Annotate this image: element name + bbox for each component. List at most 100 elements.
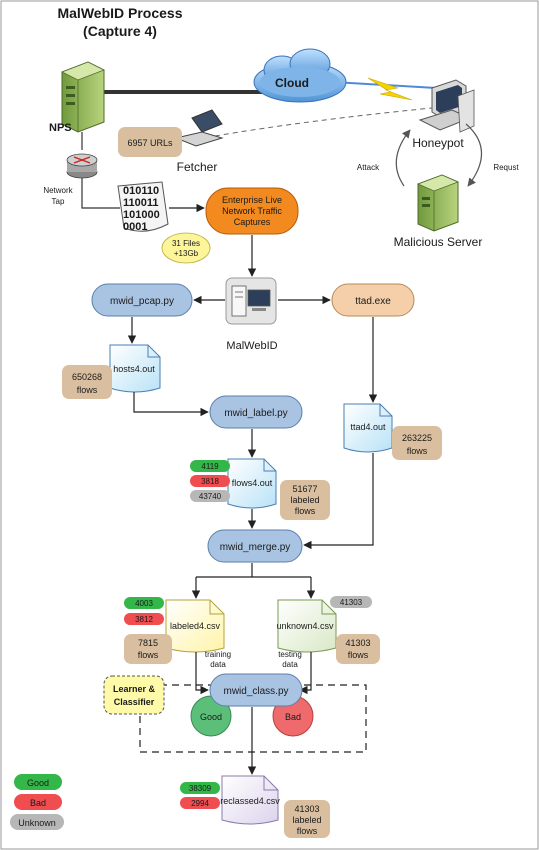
- diagram-subtitle: (Capture 4): [83, 23, 157, 39]
- flows-file-fold: [263, 459, 276, 472]
- attack-arrow: [395, 129, 411, 187]
- ttad-count-badge: [392, 426, 442, 460]
- learner-line-1: Learner &: [113, 684, 156, 694]
- urls-text: 6957 URLs: [127, 138, 173, 148]
- legend-good-pill: [14, 774, 62, 790]
- fetcher-honeypot-link: [214, 107, 433, 137]
- unknown-file-fold: [321, 600, 336, 615]
- good-class-label: Good: [200, 712, 222, 722]
- flows-bad-count: 3818: [201, 477, 219, 486]
- files-size-badge: [161, 232, 211, 264]
- flows-unit-2: flows: [295, 506, 316, 516]
- learner-classifier-box: [103, 675, 165, 715]
- reclassed-good-count: 38309: [189, 784, 212, 793]
- ttad-file-fold: [379, 404, 392, 417]
- label-process-label: mwid_label.py: [224, 408, 287, 419]
- urls-badge: [118, 127, 182, 157]
- labeled-bad-count: 3812: [135, 615, 153, 624]
- flows-file-name: flows4.out: [232, 478, 273, 488]
- captures-node: [205, 187, 299, 235]
- labeled-file-name: labeled4.csv: [170, 621, 221, 631]
- reclassed-count: 41303: [294, 804, 319, 814]
- attack-label: Attack: [357, 163, 380, 172]
- legend-unknown-pill: [10, 814, 64, 830]
- captures-line-2: Network Traffic: [222, 206, 282, 216]
- captures-line-3: Captures: [234, 217, 271, 227]
- labeled-file-fold: [209, 600, 224, 615]
- unknown-file-name: unknown4.csv: [276, 621, 334, 631]
- fetcher-laptop-icon: [174, 109, 224, 147]
- merge-process-node[interactable]: [207, 529, 303, 563]
- binary-line-1: 010110: [123, 185, 159, 197]
- hosts-count-badge: [62, 365, 112, 399]
- honeypot-label: Honeypot: [412, 136, 464, 150]
- labeled-count: 7815: [138, 638, 158, 648]
- malwebid-computer-icon: [225, 277, 277, 325]
- unknown-count: 41303: [345, 638, 370, 648]
- flows-unit-1: labeled: [290, 495, 319, 505]
- reclassed-bad-count: 2994: [191, 799, 209, 808]
- files-size-line-2: +13Gb: [174, 249, 199, 258]
- reclassed-file-fold: [263, 776, 278, 791]
- binary-line-3: 101000: [123, 209, 160, 221]
- labeled-bad-pill: [124, 613, 164, 625]
- cloud-icon: [253, 48, 347, 103]
- reclassed-good-pill: [180, 782, 220, 794]
- hosts-unit: flows: [77, 385, 98, 395]
- ttad-process-node[interactable]: [331, 283, 415, 317]
- network-tap-router-icon: [66, 153, 98, 179]
- reclassed-unit-1: labeled: [292, 815, 321, 825]
- request-arrow: [465, 123, 483, 187]
- reclassed-unit-2: flows: [297, 826, 318, 836]
- malwebid-label: MalWebID: [226, 340, 277, 352]
- flows-unknown-pill: [190, 490, 230, 502]
- label-process-node[interactable]: [209, 395, 303, 429]
- legend-good-label: Good: [27, 778, 49, 788]
- malicious-server-label: Malicious Server: [394, 235, 483, 249]
- ttad-process-label: ttad.exe: [355, 296, 391, 307]
- nps-label: NPS: [49, 122, 72, 134]
- learner-line-2: Classifier: [114, 697, 155, 707]
- flows-good-count: 4119: [201, 462, 219, 471]
- flows-count-badge: [280, 480, 330, 520]
- unknown-class-arrow: [299, 652, 312, 695]
- ttad-count: 263225: [402, 433, 432, 443]
- class-process-node[interactable]: [209, 673, 303, 707]
- flows-unknown-count: 43740: [199, 492, 222, 501]
- pcap-process-label: mwid_pcap.py: [110, 296, 174, 307]
- hosts-label-arrow: [133, 392, 209, 417]
- testing-note-2: data: [282, 660, 298, 669]
- testing-note-1: testing: [278, 650, 302, 659]
- network-tap-label-1: Network: [43, 186, 73, 195]
- labeled-good-count: 4003: [135, 599, 153, 608]
- training-note-2: data: [210, 660, 226, 669]
- unknown-count-badge: [336, 634, 380, 664]
- unknown-badge-pill: [330, 596, 372, 608]
- honeypot-computer-icon: [418, 79, 475, 133]
- unknown-unit: flows: [348, 650, 369, 660]
- hosts-file-fold: [147, 345, 160, 358]
- hosts-file-name: hosts4.out: [113, 364, 155, 374]
- bad-class-label: Bad: [285, 712, 301, 722]
- labeled-count-badge: [124, 634, 172, 664]
- files-size-line-1: 31 Files: [172, 239, 200, 248]
- binary-line-4: 0001: [123, 221, 147, 233]
- reclassed-bad-pill: [180, 797, 220, 809]
- malicious-server-icon: [416, 174, 460, 232]
- network-tap-label-2: Tap: [52, 197, 65, 206]
- legend-unknown-label: Unknown: [18, 818, 56, 828]
- fetcher-label: Fetcher: [177, 160, 218, 174]
- class-process-label: mwid_class.py: [223, 686, 288, 697]
- binary-line-2: 110011: [123, 197, 159, 209]
- flows-good-pill: [190, 460, 230, 472]
- captures-line-1: Enterprise Live: [222, 195, 282, 205]
- training-note-1: training: [205, 650, 231, 659]
- ttad-file-name: ttad4.out: [350, 422, 386, 432]
- cloud-label: Cloud: [275, 76, 309, 90]
- merge-process-label: mwid_merge.py: [220, 542, 291, 553]
- diagram-title: MalWebID Process: [57, 5, 182, 21]
- labeled-unit: flows: [138, 650, 159, 660]
- pcap-process-node[interactable]: [91, 283, 193, 317]
